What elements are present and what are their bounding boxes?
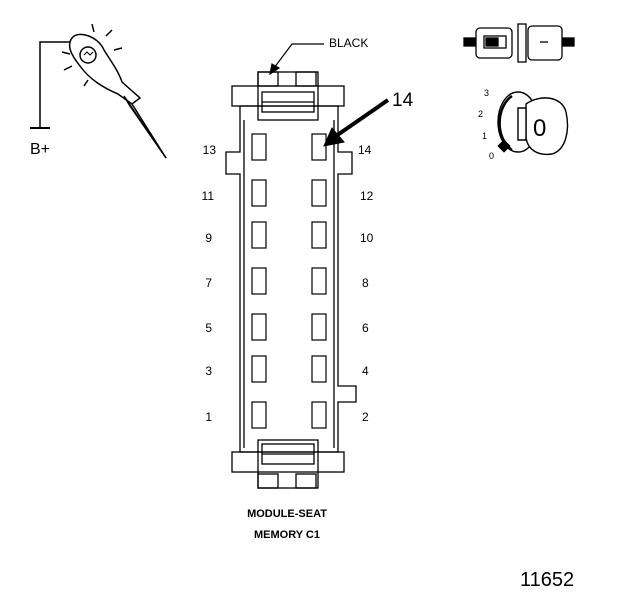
pin-label-4: 4 xyxy=(362,364,369,378)
ignition-position-0: 0 xyxy=(489,151,495,161)
connector-color-label: BLACK xyxy=(329,36,369,50)
ignition-position-3: 3 xyxy=(484,88,490,98)
cavity-14 xyxy=(311,133,327,161)
pin-label-3: 3 xyxy=(205,364,212,378)
pin-label-11: 11 xyxy=(201,189,214,203)
cavity-12 xyxy=(311,179,327,207)
callout-number: 14 xyxy=(392,90,414,111)
cavity-7 xyxy=(251,267,267,295)
connector-body xyxy=(225,71,357,489)
cavity-6 xyxy=(311,313,327,341)
cavity-4 xyxy=(311,355,327,383)
connector-caption-line1: MODULE-SEAT xyxy=(247,508,327,520)
black-leader-arrow xyxy=(269,43,324,76)
ignition-key-icon xyxy=(497,91,569,156)
pin-label-10: 10 xyxy=(360,231,374,245)
cavity-9 xyxy=(251,221,267,249)
connector-caption-line2: MEMORY C1 xyxy=(253,529,320,541)
cavity-13 xyxy=(251,133,267,161)
connector-plug-icon xyxy=(463,23,575,63)
pin-label-2: 2 xyxy=(362,410,369,424)
cavity-11 xyxy=(251,179,267,207)
pin-label-6: 6 xyxy=(362,321,369,335)
cavity-10 xyxy=(311,221,327,249)
cavity-5 xyxy=(251,313,267,341)
pin-label-5: 5 xyxy=(205,321,212,335)
cavity-2 xyxy=(311,401,327,429)
supply-label: B+ xyxy=(30,141,51,158)
cavity-8 xyxy=(311,267,327,295)
callout-14-arrow xyxy=(323,98,390,147)
cavity-1 xyxy=(251,401,267,429)
pin-label-7: 7 xyxy=(205,276,212,290)
figure-number: 11652 xyxy=(520,569,575,591)
test-light-icon xyxy=(30,23,167,159)
ignition-position-2: 2 xyxy=(478,109,484,119)
cavity-3 xyxy=(251,355,267,383)
pin-label-1: 1 xyxy=(205,410,212,424)
pin-label-13: 13 xyxy=(202,143,216,157)
pin-label-12: 12 xyxy=(360,189,374,203)
ignition-key-label: 0 xyxy=(533,115,547,142)
pin-label-8: 8 xyxy=(362,276,369,290)
cavity-slots xyxy=(251,133,327,429)
pin-label-9: 9 xyxy=(205,231,212,245)
pin-label-14: 14 xyxy=(358,143,372,157)
ignition-position-1: 1 xyxy=(482,131,488,141)
